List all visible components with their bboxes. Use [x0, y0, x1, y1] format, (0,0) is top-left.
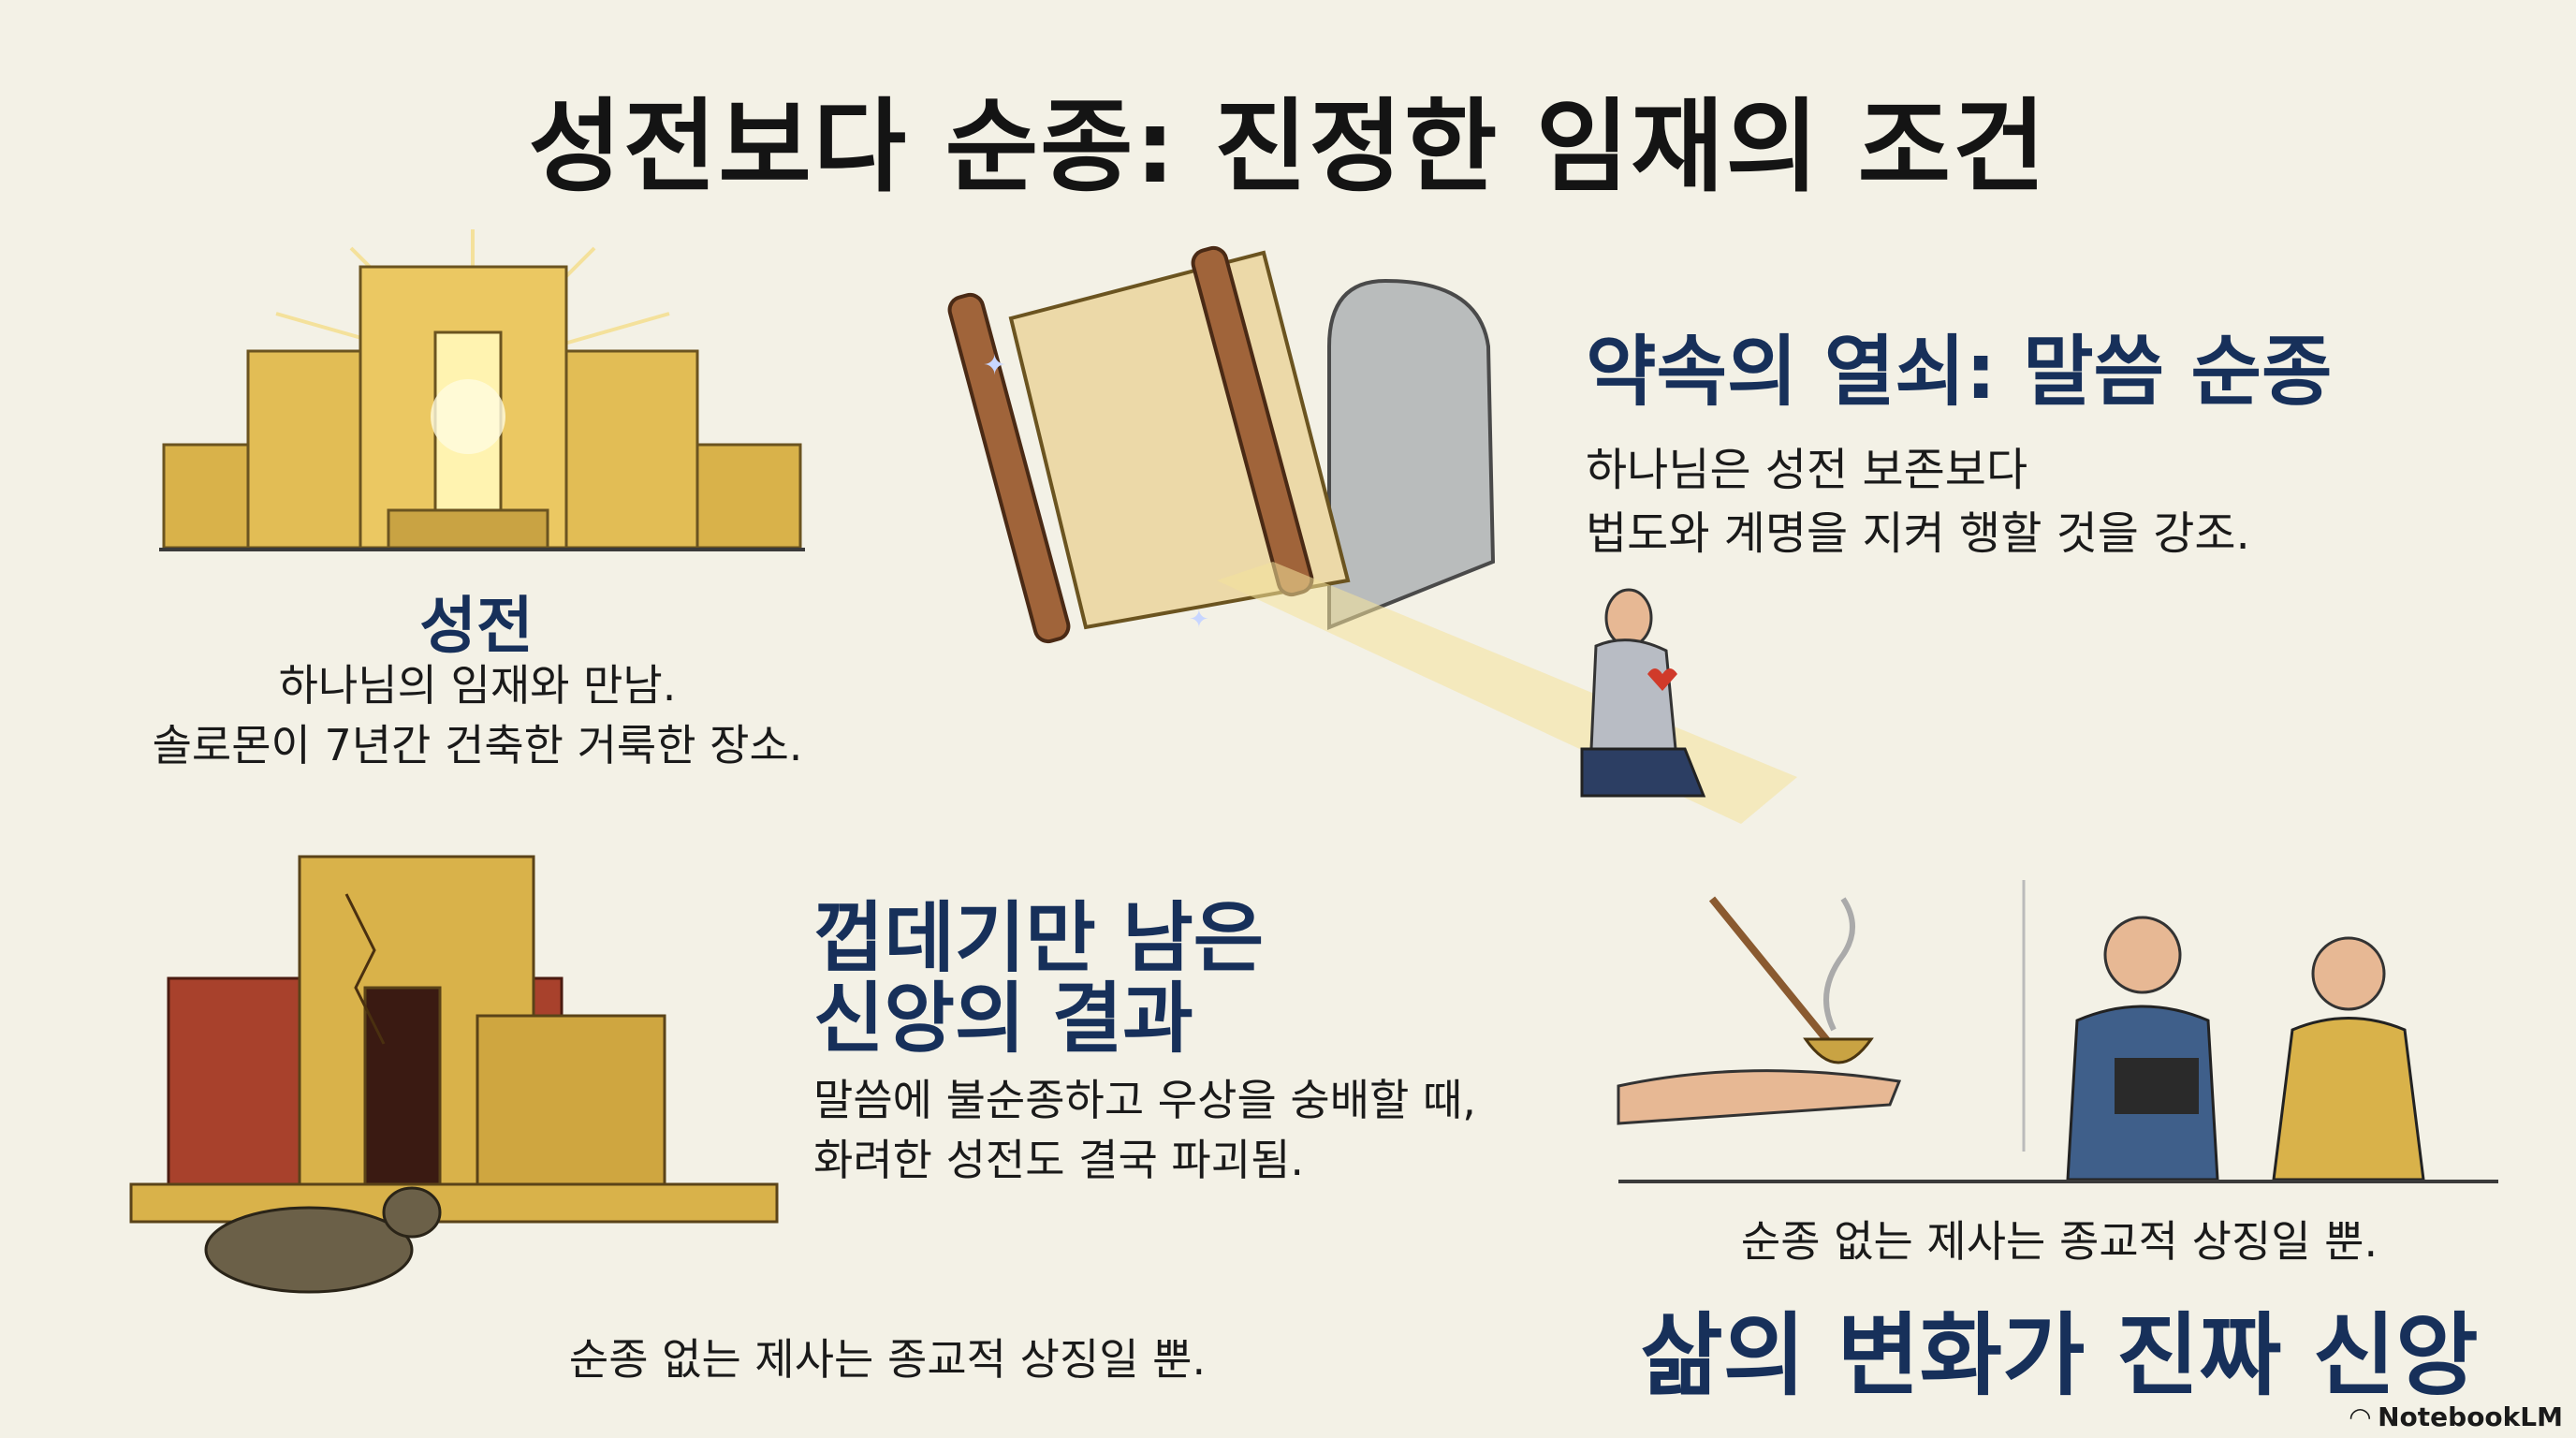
svg-text:✦: ✦: [1189, 606, 1209, 634]
scroll-and-tablet-illustration: ✦✦: [947, 245, 1496, 644]
offering-and-people-illustration: [1617, 880, 2498, 1183]
temple-description: 하나님의 임재와 만남. 솔로몬이 7년간 건축한 거룩한 장소.: [94, 655, 861, 775]
svg-text:✦: ✦: [983, 349, 1006, 382]
ruin-heading-line: 신앙의 결과: [813, 975, 1193, 1064]
life-caption: 순종 없는 제사는 종교적 상징일 뿐.: [1740, 1216, 2378, 1267]
notebooklm-icon: ◠: [2349, 1401, 2371, 1432]
covenant-line: 법도와 계명을 지켜 행할 것을 강조.: [1586, 507, 2250, 560]
ruined-temple-illustration: [129, 855, 779, 1294]
covenant-line: 하나님은 성전 보존보다: [1586, 444, 2028, 496]
ruin-description: 말씀에 불순종하고 우상을 숭배할 때, 화려한 성전도 결국 파괴됨.: [813, 1070, 1476, 1190]
brand-name: NotebookLM: [2378, 1401, 2563, 1432]
covenant-description: 하나님은 성전 보존보다 법도와 계명을 지켜 행할 것을 강조.: [1586, 438, 2250, 565]
life-heading: 삶의 변화가 진짜 신앙: [1640, 1303, 2479, 1408]
ruin-heading-line: 껍데기만 남은: [813, 894, 1265, 983]
temple-line: 하나님의 임재와 만남.: [278, 660, 677, 711]
page-title: 성전보다 순종: 진정한 임재의 조건: [528, 89, 2048, 206]
ruin-caption: 순종 없는 제사는 종교적 상징일 뿐.: [568, 1334, 1207, 1385]
temple-heading: 성전: [419, 590, 534, 662]
ruin-line: 화려한 성전도 결국 파괴됨.: [813, 1135, 1305, 1185]
light-beam-and-kneeling-person: [1217, 562, 1797, 824]
golden-temple-illustration: [159, 229, 805, 551]
covenant-heading: 약속의 열쇠: 말씀 순종: [1586, 328, 2333, 417]
ruin-line: 말씀에 불순종하고 우상을 숭배할 때,: [813, 1075, 1476, 1125]
ruin-heading: 껍데기만 남은 신앙의 결과: [813, 899, 1264, 1060]
temple-line: 솔로몬이 7년간 건축한 거룩한 장소.: [152, 720, 803, 770]
brand-logo: ◠ NotebookLM: [2350, 1401, 2563, 1432]
